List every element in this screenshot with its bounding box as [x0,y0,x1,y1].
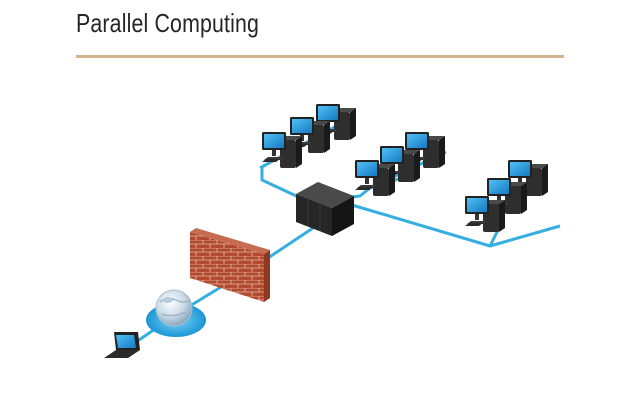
workstations-top [262,104,356,168]
workstation-6 [355,160,395,196]
workstations-middle [355,132,445,196]
workstations-right [465,160,548,232]
title-divider [76,55,564,58]
network-diagram [0,64,638,402]
server-rack-icon [296,182,354,236]
slide-title: Parallel Computing [76,8,259,39]
laptop-icon [104,332,140,358]
globe-icon [156,290,192,326]
brick-wall-icon [190,228,270,302]
workstation-9 [465,196,505,232]
